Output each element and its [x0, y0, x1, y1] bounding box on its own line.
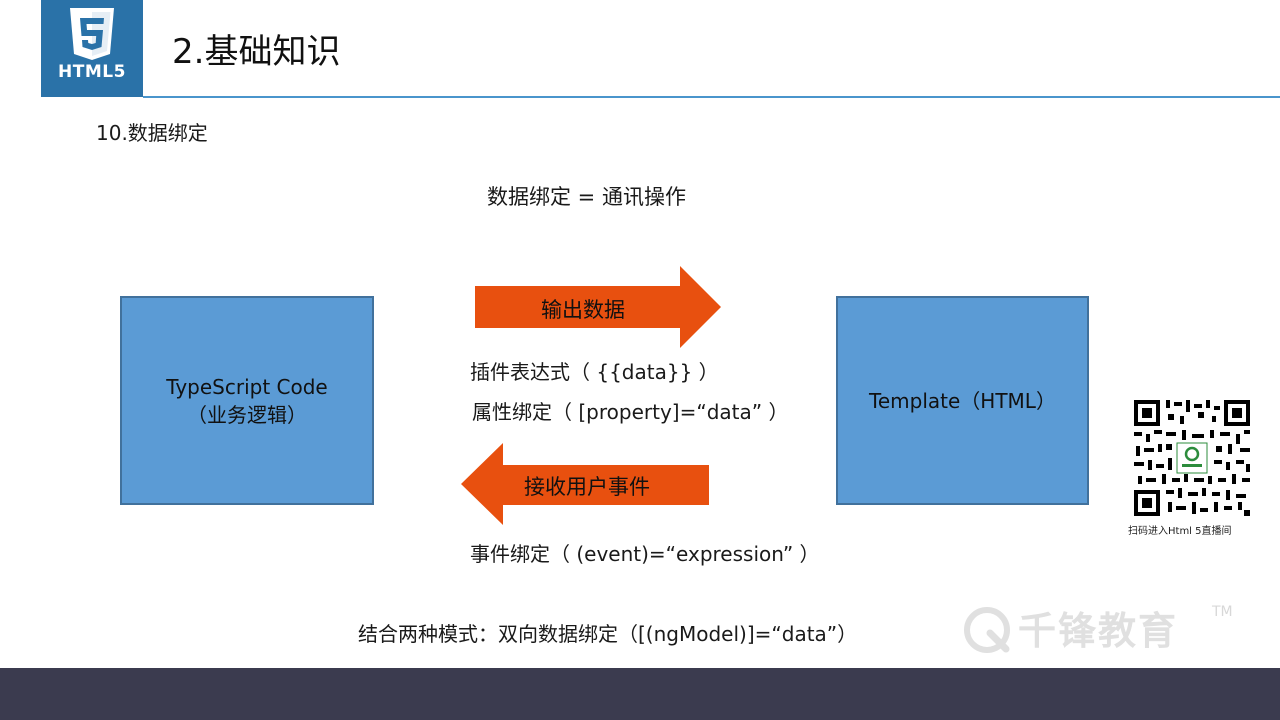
typescript-code-box: TypeScript Code （业务逻辑） [120, 296, 374, 505]
typescript-code-label: TypeScript Code [166, 374, 328, 399]
template-html-box: Template（HTML） [836, 296, 1089, 505]
section-title: 10.数据绑定 [96, 121, 208, 145]
receive-events-label: 接收用户事件 [524, 475, 650, 499]
watermark-tm: TM [1212, 604, 1233, 620]
business-logic-label: （业务逻辑） [187, 402, 307, 427]
property-binding-note: 属性绑定（ [property]=“data” ） [472, 400, 789, 424]
output-data-label: 输出数据 [541, 298, 625, 322]
html5-logo: HTML5 [41, 0, 143, 97]
title-divider [143, 96, 1280, 98]
event-binding-note: 事件绑定（ (event)=“expression” ） [470, 542, 820, 566]
bottom-bar [0, 668, 1280, 720]
html5-shield-icon [70, 8, 114, 60]
logo-text: HTML5 [58, 62, 126, 82]
watermark-text: 千锋教育 [1018, 609, 1179, 653]
qianfeng-logo-icon [964, 607, 1010, 653]
receive-events-arrow [461, 443, 709, 525]
two-way-binding-note: 结合两种模式：双向数据绑定（[(ngModel)]=“data”） [358, 622, 858, 646]
output-data-arrow [475, 266, 721, 348]
template-html-label: Template（HTML） [869, 388, 1056, 413]
qr-code [1132, 398, 1252, 518]
binding-equation: 数据绑定 = 通讯操作 [487, 185, 686, 209]
slide-title: 2.基础知识 [172, 32, 341, 72]
interpolation-note: 插件表达式（ {{data}} ） [470, 360, 719, 384]
qr-caption: 扫码进入Html 5直播间 [1128, 526, 1232, 537]
